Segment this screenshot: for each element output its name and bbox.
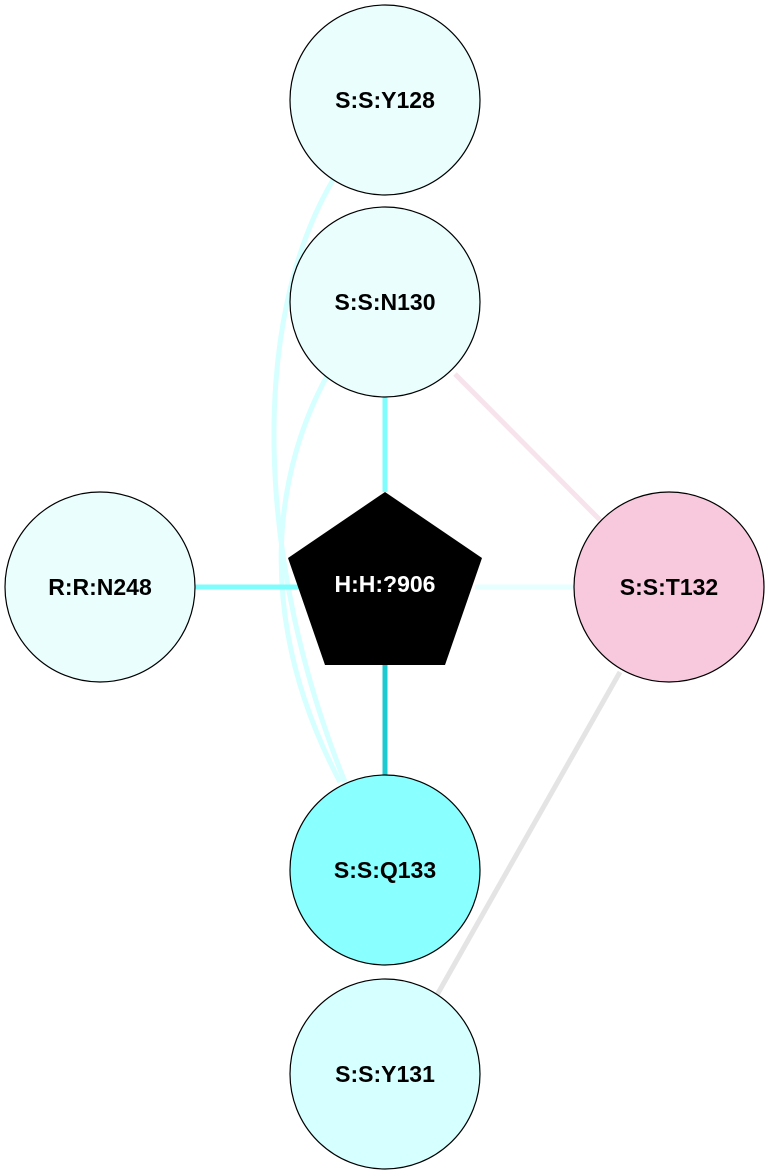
node-Y131[interactable]: S:S:Y131 (289, 978, 481, 1170)
edge-T132-Y131 (434, 670, 623, 997)
node-Q133[interactable]: S:S:Q133 (289, 774, 481, 966)
node-Y128[interactable]: S:S:Y128 (289, 4, 481, 196)
node-N130[interactable]: S:S:N130 (289, 206, 481, 398)
node-label: S:S:Y131 (335, 1061, 435, 1087)
node-label: S:S:T132 (620, 574, 718, 600)
edges (195, 178, 623, 997)
node-T132[interactable]: S:S:T132 (573, 491, 765, 683)
node-label: H:H:?906 (335, 571, 436, 597)
nodes: S:S:Y128 S:S:N130 R:R:N248 H:H:?906 S:S:… (4, 4, 765, 1170)
node-label: S:S:Y128 (335, 87, 435, 113)
node-H906[interactable]: H:H:?906 (288, 492, 482, 665)
node-label: S:S:Q133 (334, 857, 436, 883)
edge-N130-T132 (453, 372, 602, 522)
node-label: R:R:N248 (48, 574, 152, 600)
edge-N130-Q133 (278, 360, 343, 784)
edge-Y128-Q133 (271, 178, 348, 783)
node-label: S:S:N130 (335, 289, 436, 315)
node-N248[interactable]: R:R:N248 (4, 491, 196, 683)
